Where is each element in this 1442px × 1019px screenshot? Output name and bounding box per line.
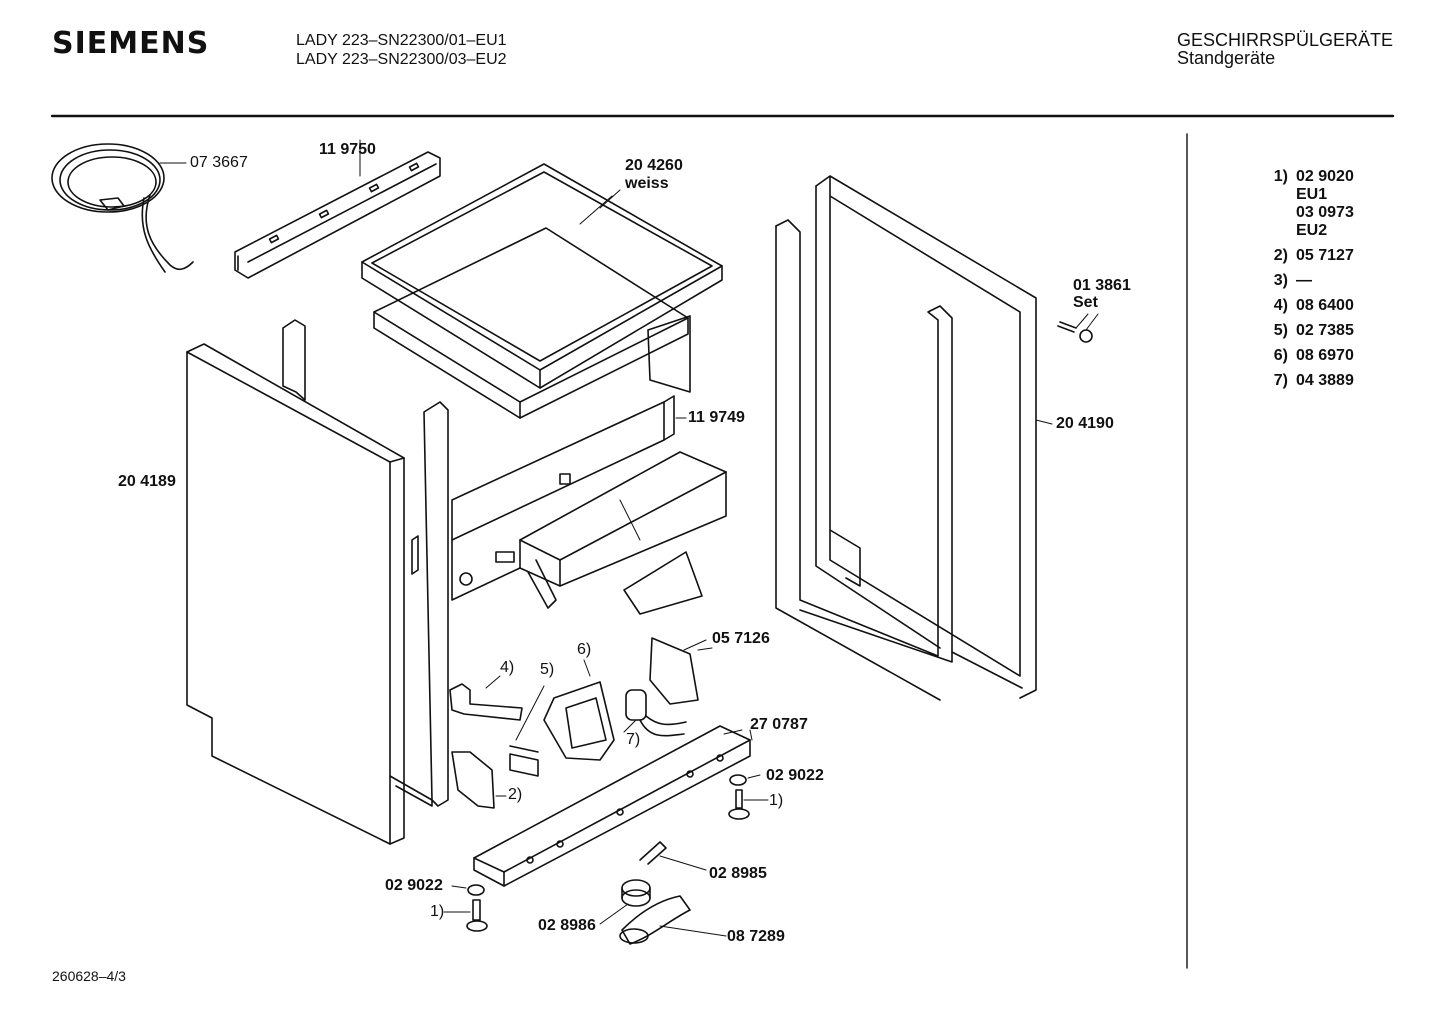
label-top-rail: 11 9750 xyxy=(319,141,376,158)
label-set: Set xyxy=(1073,294,1098,311)
legend-value: 02 9020 xyxy=(1296,168,1354,185)
set-screw-drawing xyxy=(1058,314,1098,342)
legend-row: 7) 04 3889 xyxy=(1262,372,1354,390)
legend-value: — xyxy=(1296,272,1312,289)
base-rail-drawing xyxy=(474,726,752,886)
model-line-1: LADY 223–SN22300/01–EU1 xyxy=(296,32,507,49)
label-ref-4: 4) xyxy=(500,659,515,676)
label-side-panel-left: 20 4189 xyxy=(118,473,176,490)
small-parts-drawing xyxy=(450,638,712,808)
legend-row: 2) 05 7127 xyxy=(1262,247,1354,265)
front-frame-drawing xyxy=(283,320,448,806)
legend-key: 5) xyxy=(1273,322,1288,339)
legend-row: 4) 08 6400 xyxy=(1262,297,1354,315)
drawing-number: 260628–4/3 xyxy=(52,968,126,984)
crossmember-drawing xyxy=(452,396,674,600)
legend-values: 04 3889 xyxy=(1296,372,1354,390)
insulation-board-drawing xyxy=(374,228,690,418)
model-line-2: LADY 223–SN22300/03–EU2 xyxy=(296,51,507,68)
leader-lines xyxy=(580,196,742,734)
legend-key: 6) xyxy=(1273,347,1288,364)
legend-value: 02 7385 xyxy=(1296,322,1354,339)
worktop-drawing xyxy=(362,164,722,388)
legend-value: 04 3889 xyxy=(1296,372,1354,389)
label-ref-1-right: 1) xyxy=(769,792,784,809)
legend-value: 08 6400 xyxy=(1296,297,1354,314)
legend-key: 7) xyxy=(1273,372,1288,389)
category-title: GESCHIRRSPÜLGERÄTE xyxy=(1177,30,1394,50)
label-float: 08 7289 xyxy=(727,928,785,945)
legend-key: 1) xyxy=(1273,168,1288,185)
label-ref-6: 6) xyxy=(577,641,592,658)
legend-value: 08 6970 xyxy=(1296,347,1354,364)
legend-value: EU2 xyxy=(1296,222,1328,239)
legend-row: 3) — xyxy=(1262,272,1354,290)
label-nut-right: 02 9022 xyxy=(766,767,824,784)
insulation-block-drawing xyxy=(520,452,726,614)
label-worktop: 20 4260 xyxy=(625,157,683,174)
label-cap: 02 8986 xyxy=(538,917,596,934)
float-switch-drawing xyxy=(600,842,726,944)
label-side-panel-right: 20 4190 xyxy=(1056,415,1114,432)
legend-row: 6) 08 6970 xyxy=(1262,347,1354,365)
label-spring: 02 8985 xyxy=(709,865,767,882)
legend-values: — xyxy=(1296,272,1312,290)
label-set-number: 01 3861 xyxy=(1073,277,1131,294)
legend-key: 4) xyxy=(1273,297,1288,314)
legend-key: 3) xyxy=(1273,272,1288,289)
legend-value: 05 7127 xyxy=(1296,247,1354,264)
label-ref-2: 2) xyxy=(508,786,523,803)
label-base-rail: 27 0787 xyxy=(750,716,808,733)
legend-values: 05 7127 xyxy=(1296,247,1354,265)
top-rail-drawing xyxy=(235,140,440,278)
side-panel-left-drawing xyxy=(187,344,404,844)
label-ref-5: 5) xyxy=(540,661,555,678)
label-worktop-color: weiss xyxy=(625,175,669,192)
legend-values: 02 7385 xyxy=(1296,322,1354,340)
label-bracket: 05 7126 xyxy=(712,630,770,647)
legend-value: EU1 xyxy=(1296,186,1328,203)
label-power-cable: 07 3667 xyxy=(190,154,248,171)
brand-logo: SIEMENS xyxy=(52,26,210,61)
subcategory-title: Standgeräte xyxy=(1177,48,1276,68)
label-ref-7: 7) xyxy=(626,731,641,748)
legend-value: 03 0973 xyxy=(1296,204,1354,221)
feet-drawing xyxy=(444,775,768,931)
label-ref-1-left: 1) xyxy=(430,903,445,920)
legend-values: 08 6400 xyxy=(1296,297,1354,315)
power-cable-drawing xyxy=(52,144,193,272)
side-panel-right-drawing xyxy=(776,176,1052,700)
label-nut-left: 02 9022 xyxy=(385,877,443,894)
legend-key: 2) xyxy=(1273,247,1288,264)
legend-row: 5) 02 7385 xyxy=(1262,322,1354,340)
legend-values: 08 6970 xyxy=(1296,347,1354,365)
label-crossmember: 11 9749 xyxy=(688,409,745,426)
